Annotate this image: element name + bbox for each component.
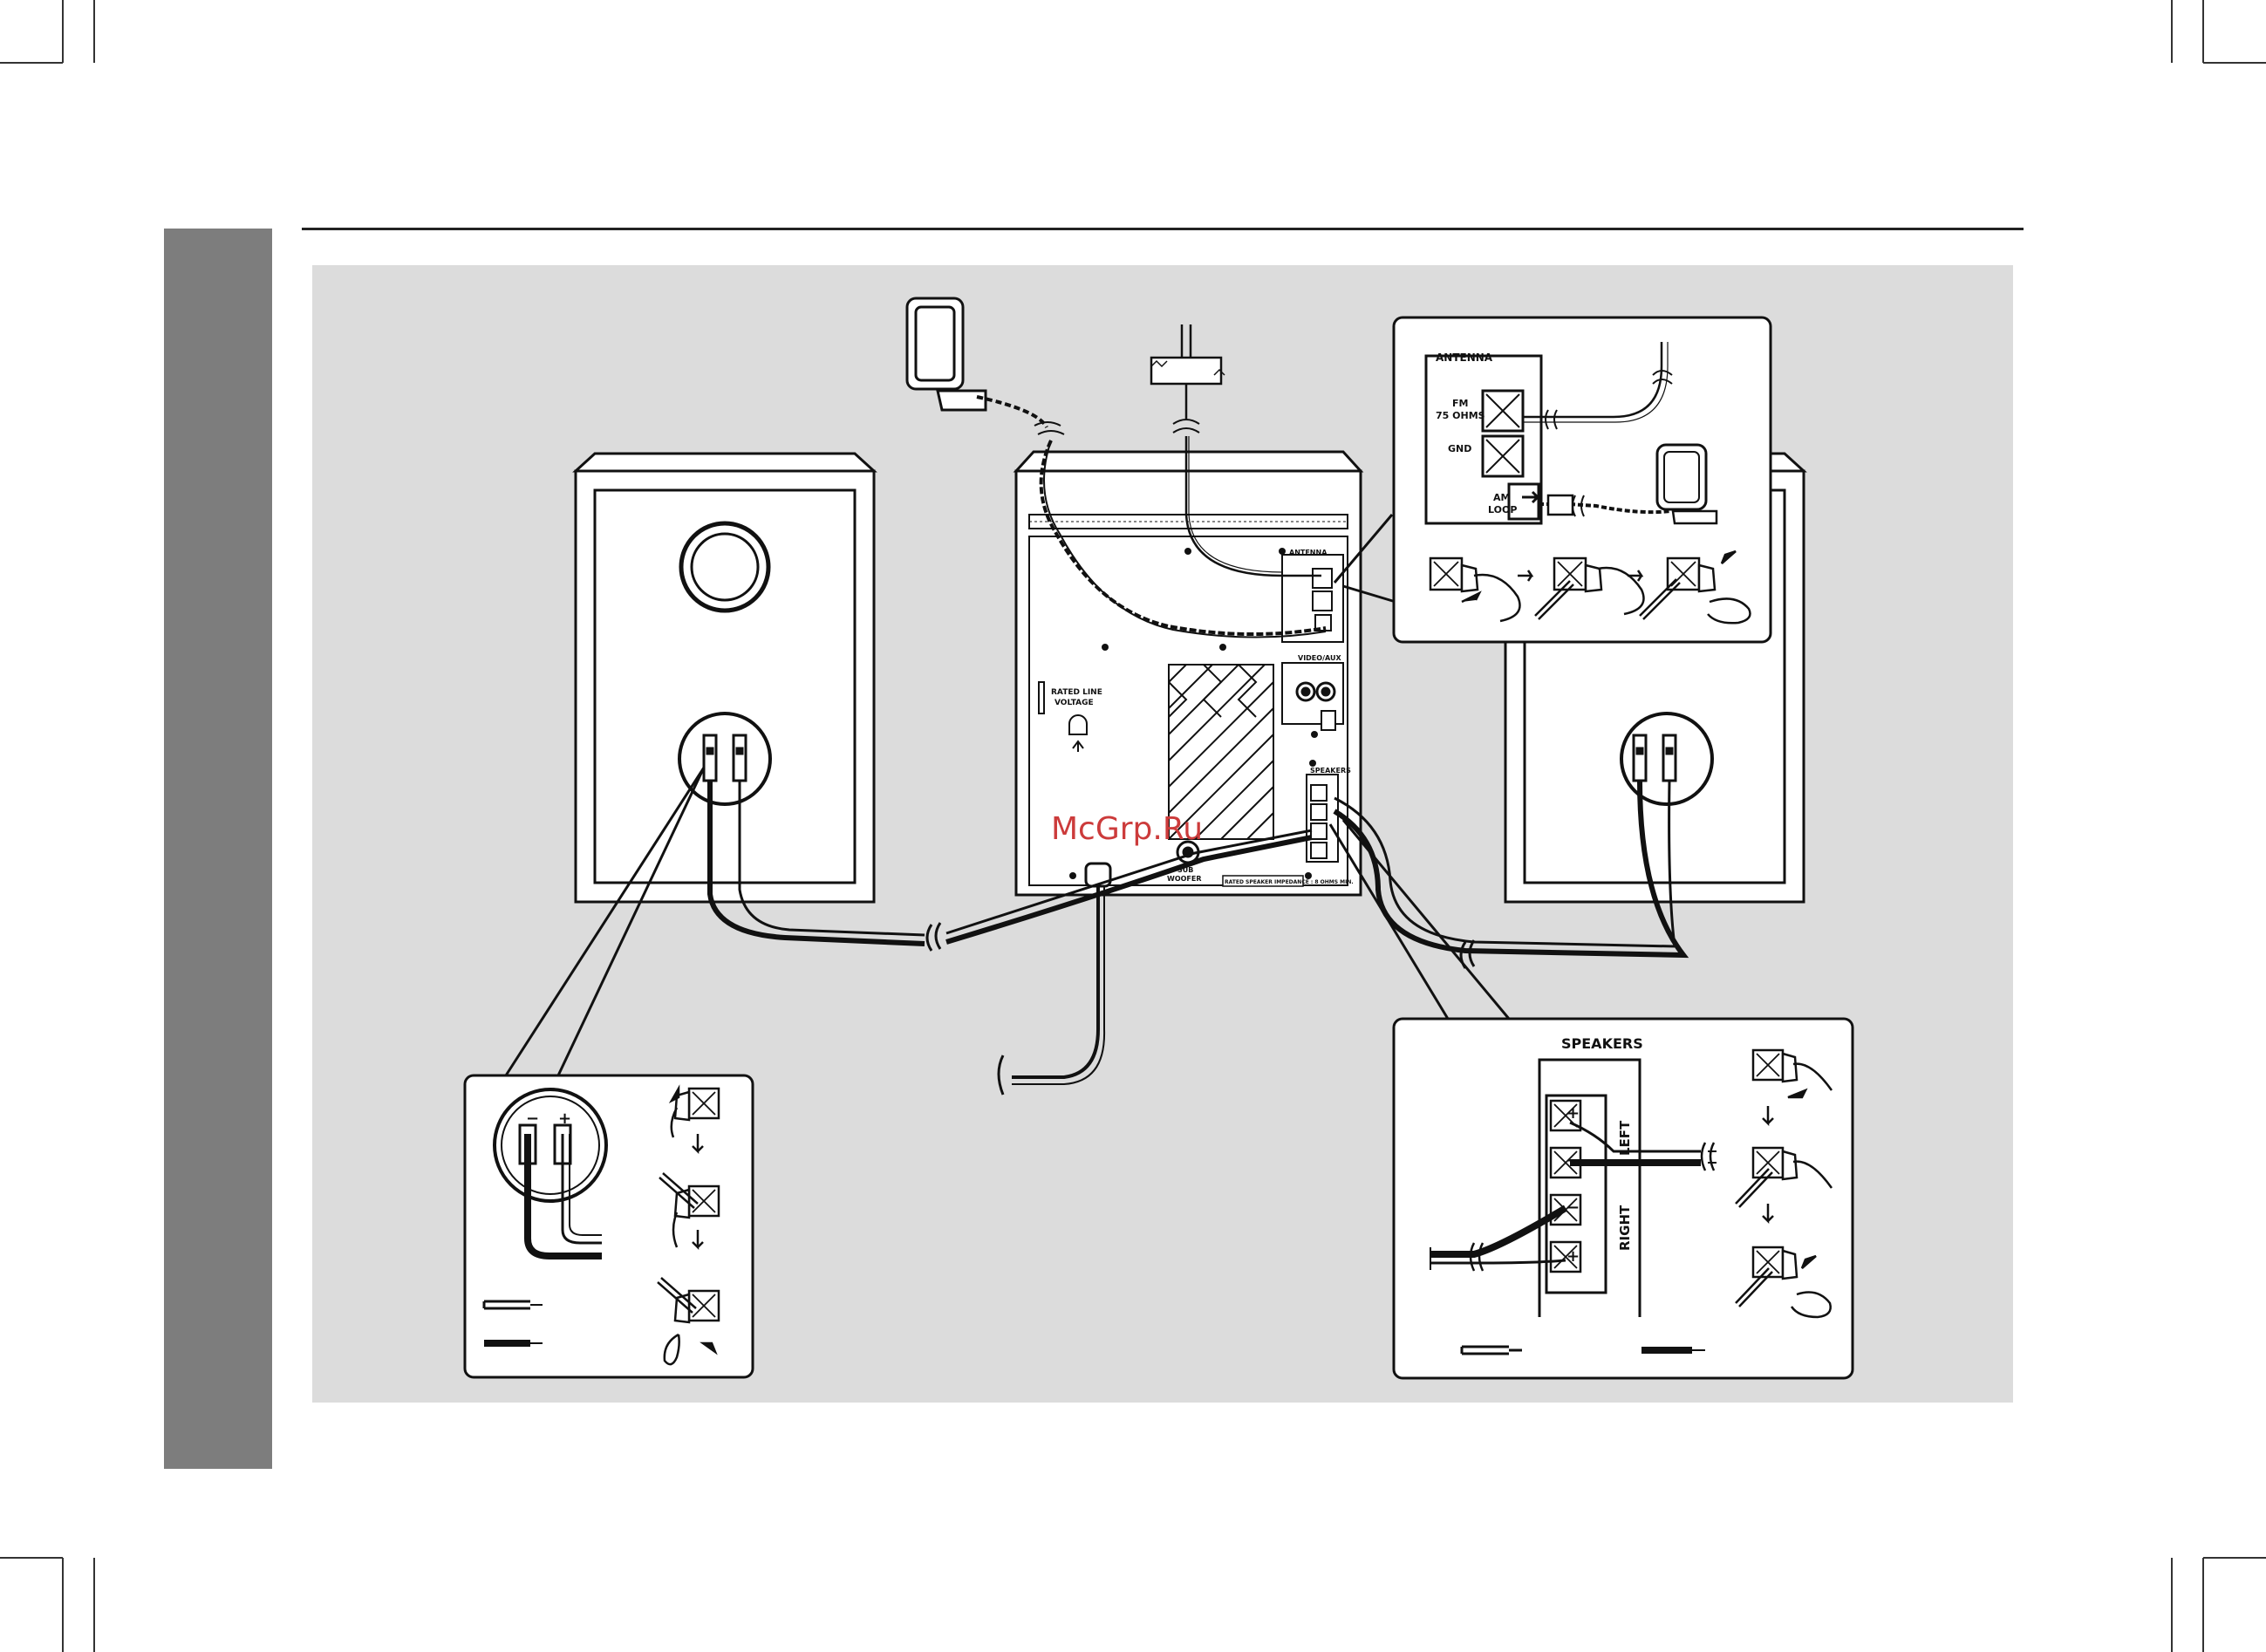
speakers-callout: [1394, 1019, 1853, 1378]
loop-label: LOOP: [1488, 504, 1517, 515]
unit-speakers-label: SPEAKERS: [1310, 767, 1351, 775]
fm-label: FM: [1452, 398, 1468, 409]
watermark: McGrp.Ru: [1051, 811, 1203, 847]
left-plus-label: +: [1566, 1104, 1580, 1123]
unit-impedance-label: RATED SPEAKER IMPEDANCE : 8 OHMS MIN.: [1225, 879, 1354, 885]
callout-plus: +: [558, 1109, 571, 1128]
am-loop-antenna: [907, 298, 986, 410]
unit-rated-line-voltage-1: RATED LINE: [1051, 688, 1102, 697]
antenna-label: ANTENNA: [1436, 352, 1493, 364]
left-speaker: [576, 454, 874, 902]
unit-video-aux-label: VIDEO/AUX: [1298, 654, 1341, 662]
right-channel-label: RIGHT: [1617, 1205, 1633, 1251]
left-channel-label: LEFT: [1617, 1120, 1633, 1156]
unit-rated-line-voltage-2: VOLTAGE: [1055, 699, 1094, 707]
ac-power-cord: [999, 886, 1104, 1095]
antenna-callout: [1394, 317, 1771, 642]
gnd-label: GND: [1448, 443, 1471, 454]
right-minus-label: −: [1566, 1198, 1580, 1217]
unit-antenna-label: ANTENNA: [1289, 549, 1328, 556]
right-plus-label: +: [1566, 1247, 1580, 1266]
left-minus-label: −: [1566, 1151, 1580, 1170]
speaker-terminal-callout: [465, 1075, 753, 1377]
callout-minus: −: [526, 1109, 539, 1128]
unit-woofer-label: WOOFER: [1167, 875, 1202, 883]
fm-75-ohms-label: 75 OHMS: [1436, 410, 1485, 421]
am-label: AM: [1493, 492, 1510, 503]
speakers-label: SPEAKERS: [1561, 1035, 1643, 1052]
